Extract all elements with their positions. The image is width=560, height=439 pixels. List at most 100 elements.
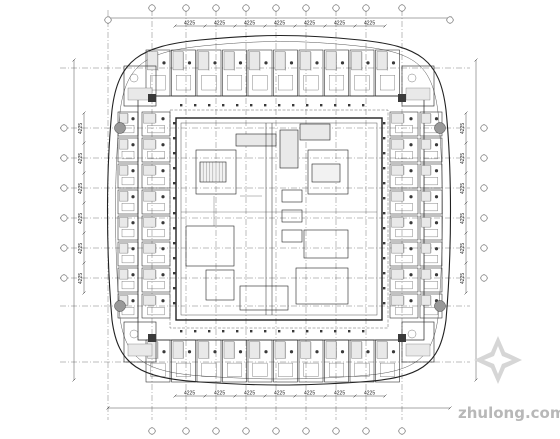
fixture-symbol — [162, 61, 166, 65]
bathroom — [143, 217, 156, 228]
axis-bubble — [480, 244, 488, 252]
bathroom — [143, 139, 156, 150]
dimension-label: 4225 — [214, 391, 225, 397]
diffuser-symbol — [180, 104, 183, 107]
dimension-label: 4225 — [334, 391, 345, 397]
round-table — [407, 329, 417, 339]
axis-bubble — [362, 427, 370, 435]
bed — [424, 255, 438, 264]
guest-room — [419, 241, 443, 267]
dimension-tick — [82, 111, 86, 115]
guest-room — [349, 49, 375, 97]
diffuser-symbol — [250, 104, 253, 107]
stair-room — [195, 149, 237, 195]
guest-room — [145, 339, 171, 383]
axis-bubble — [212, 427, 220, 435]
diffuser-symbol — [194, 104, 197, 107]
fixture-symbol — [315, 61, 319, 65]
shaft — [279, 129, 299, 169]
diffuser-symbol — [173, 197, 176, 200]
bed — [150, 362, 166, 377]
guest-room — [247, 339, 273, 383]
sofa — [405, 87, 431, 101]
bed — [147, 255, 165, 264]
fixture-symbol — [434, 117, 439, 121]
stair-room — [307, 149, 349, 195]
dimension-tick — [474, 58, 478, 62]
bathroom — [198, 51, 209, 71]
diffuser-symbol — [383, 227, 386, 230]
fixture-symbol — [391, 350, 396, 354]
dimension-label: 4225 — [460, 123, 466, 134]
dimension-tick — [82, 171, 86, 175]
dimension-tick — [263, 24, 267, 28]
diffuser-symbol — [383, 197, 386, 200]
guest-room — [196, 339, 222, 383]
diffuser-symbol — [383, 152, 386, 155]
bed — [201, 362, 217, 377]
dimension-tick — [464, 261, 468, 265]
bed — [147, 307, 165, 316]
fixture-symbol — [213, 350, 217, 354]
bathroom — [391, 269, 404, 280]
guest-room — [145, 49, 171, 97]
dimension-tick — [203, 394, 207, 398]
fixture-symbol — [161, 169, 165, 173]
bathroom — [119, 269, 129, 280]
dimension-tick — [383, 394, 387, 398]
bathroom — [223, 341, 235, 359]
fixture-symbol — [131, 195, 135, 199]
bed — [395, 281, 413, 290]
fixture-symbol — [409, 299, 413, 303]
dimension-tick — [106, 406, 110, 410]
sofa — [405, 343, 431, 357]
bed — [147, 281, 165, 290]
bed — [150, 75, 166, 91]
diffuser-symbol — [334, 330, 337, 333]
dimension-tick — [293, 394, 297, 398]
guest-room — [389, 189, 419, 215]
bathroom — [143, 269, 156, 280]
bathroom — [119, 165, 129, 176]
fixture-symbol — [264, 350, 268, 354]
fixture-symbol — [434, 221, 439, 225]
bed — [380, 75, 395, 91]
facade-outer — [106, 34, 452, 386]
axis-bubble — [302, 427, 310, 435]
dimension-tick — [173, 394, 177, 398]
bathroom — [421, 191, 431, 202]
guest-room — [117, 267, 139, 293]
guest-room — [389, 111, 419, 137]
dimension-label: 4225 — [184, 391, 195, 397]
diffuser-symbol — [383, 212, 386, 215]
dimension-label: 4225 — [78, 243, 84, 254]
guest-room — [196, 49, 222, 97]
fixture-symbol — [131, 247, 135, 251]
bathroom — [376, 341, 388, 359]
diffuser-symbol — [348, 104, 351, 107]
dimension-label: 4225 — [214, 21, 225, 27]
diffuser-symbol — [383, 287, 386, 290]
stair-flight — [199, 161, 227, 183]
dimension-label: 4225 — [304, 391, 315, 397]
bed — [147, 229, 165, 238]
dimension-tick — [82, 141, 86, 145]
bathroom — [391, 191, 404, 202]
axis-bubble — [60, 214, 68, 222]
bed — [147, 177, 165, 186]
guest-room — [419, 189, 443, 215]
bed — [329, 362, 344, 377]
dimension-label: 4225 — [78, 123, 84, 134]
bed — [176, 75, 191, 91]
bed — [395, 255, 413, 264]
dimension-tick — [464, 171, 468, 175]
diffuser-symbol — [306, 104, 309, 107]
bed — [395, 203, 413, 212]
dimension-tick — [474, 378, 478, 382]
dimension-label: 4225 — [78, 213, 84, 224]
fixture-symbol — [161, 299, 165, 303]
dimension-label: 4225 — [78, 273, 84, 284]
bathroom — [300, 341, 311, 359]
duct-run — [299, 123, 331, 141]
